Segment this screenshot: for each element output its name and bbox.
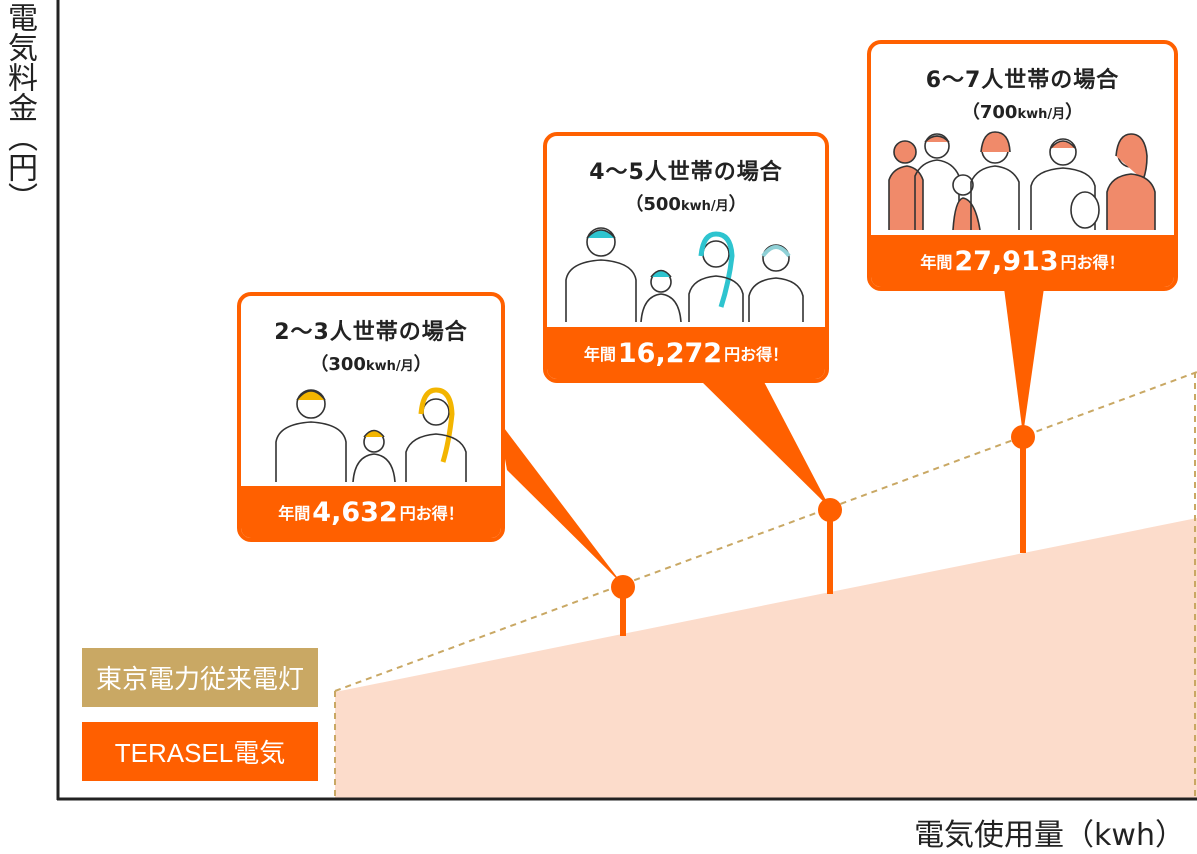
marker-3: [1011, 425, 1035, 449]
terasel-area: [335, 518, 1197, 800]
callout-usage: （500kwh/月）: [625, 194, 747, 215]
pointer-3: [1004, 288, 1044, 435]
pointer-2: [698, 378, 830, 508]
marker-1: [611, 575, 635, 599]
callout-title: 4～5人世帯の場合: [589, 160, 783, 185]
x-axis-label: 電気使用量（kwh）: [914, 818, 1185, 853]
family-illustration: [888, 131, 1156, 230]
family-illustration: [275, 387, 467, 482]
pointer-1: [498, 420, 623, 585]
callout-title: 2～3人世帯の場合: [274, 320, 468, 345]
callout-title: 6～7人世帯の場合: [925, 68, 1120, 93]
family-illustration: [565, 227, 804, 322]
legend-tepco: 東京電力従来電灯: [82, 648, 318, 707]
legend-terasel: TERASEL電気: [82, 722, 318, 781]
callout-usage: （300kwh/月）: [310, 354, 432, 375]
marker-2: [818, 498, 842, 522]
callout-usage: （700kwh/月）: [961, 102, 1084, 123]
y-axis-label: 電気料金（円）: [2, 2, 37, 212]
